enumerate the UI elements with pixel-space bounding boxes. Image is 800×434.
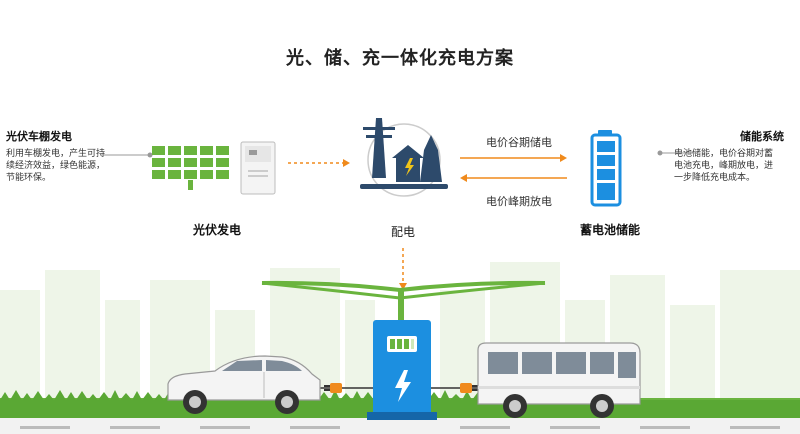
bus-icon <box>477 342 641 418</box>
battery-icon <box>590 130 622 207</box>
pv-carport-desc-line: 节能环保。 <box>6 173 52 183</box>
battery-storage-label: 蓄电池储能 <box>579 223 640 237</box>
plug-icon <box>320 383 373 393</box>
pv-carport-desc-line: 利用车棚发电，产生可持 <box>6 149 106 159</box>
storage-system-note: 储能系统 电池储能，电价谷期对蓄 电池充电，峰期放电，进 一步降低充电成本。 <box>674 128 798 184</box>
inverter-icon <box>240 141 276 195</box>
pv-note-pointer <box>100 152 153 158</box>
plug-icon <box>431 383 478 393</box>
storage-system-title: 储能系统 <box>740 130 784 143</box>
grid-label: 配电 <box>390 225 415 239</box>
power-tower-icon <box>360 118 448 197</box>
discharge-flow-label: 电价峰期放电 <box>486 195 552 208</box>
pv-carport-desc: 利用车棚发电，产生可持 续经济效益，绿色能源， 节能环保。 <box>6 148 156 184</box>
pv-carport-note: 光伏车棚发电 利用车棚发电，产生可持 续经济效益，绿色能源， 节能环保。 <box>6 128 156 184</box>
car-icon <box>167 355 321 414</box>
discharge-flow-arrow <box>460 174 567 182</box>
road <box>0 418 800 434</box>
pv-to-grid-arrow <box>288 159 350 167</box>
storage-system-desc-line: 电池充电，峰期放电，进 <box>674 161 774 171</box>
storage-note-pointer <box>657 150 700 156</box>
charging-station-icon <box>367 320 437 420</box>
storage-system-desc: 电池储能，电价谷期对蓄 电池充电，峰期放电，进 一步降低充电成本。 <box>674 148 798 184</box>
carport-canopy <box>261 280 546 320</box>
road-markings <box>20 426 780 429</box>
pv-carport-title: 光伏车棚发电 <box>6 130 72 143</box>
pv-carport-desc-line: 续经济效益，绿色能源， <box>6 161 106 171</box>
grid-to-station-arrow <box>399 248 407 290</box>
page-title: 光、储、充一体化充电方案 <box>286 48 514 69</box>
storage-system-desc-line: 一步降低充电成本。 <box>674 173 756 183</box>
solar-panel-icon <box>152 146 229 190</box>
pv-generation-label: 光伏发电 <box>192 223 241 237</box>
charge-flow-label: 电价谷期储电 <box>486 136 552 149</box>
charge-flow-arrow <box>460 154 567 162</box>
storage-system-desc-line: 电池储能，电价谷期对蓄 <box>674 149 774 159</box>
